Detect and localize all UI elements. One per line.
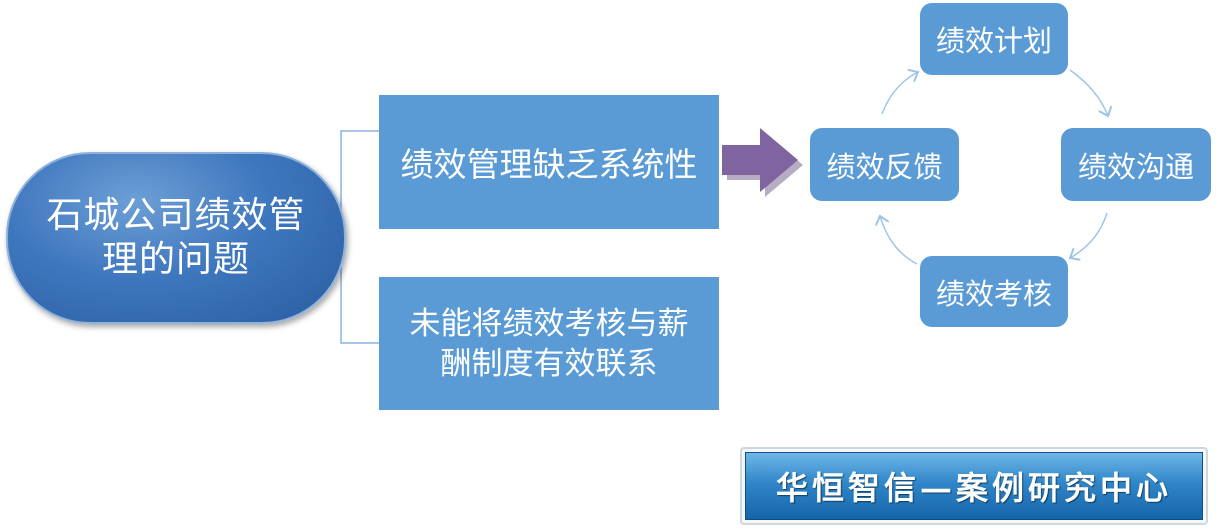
cycle-arrow-communication-to-evaluation bbox=[1070, 212, 1108, 258]
brand-badge-plate: 华恒智信—案例研究中心 bbox=[745, 452, 1203, 520]
cycle-node-communication: 绩效沟通 bbox=[1061, 128, 1211, 201]
issue-label-1: 绩效管理缺乏系统性 bbox=[400, 145, 698, 184]
cycle-label-communication: 绩效沟通 bbox=[1077, 149, 1194, 184]
cycle-label-feedback: 绩效反馈 bbox=[826, 149, 943, 184]
issue-box-1: 绩效管理缺乏系统性 bbox=[379, 95, 719, 229]
purple-arrow bbox=[722, 128, 803, 197]
bracket-connector bbox=[340, 130, 379, 344]
issue-box-2: 未能将绩效考核与薪酬制度有效联系 bbox=[379, 277, 719, 410]
cycle-node-plan: 绩效计划 bbox=[920, 3, 1068, 75]
cycle-label-evaluation: 绩效考核 bbox=[935, 276, 1052, 311]
cycle-node-feedback: 绩效反馈 bbox=[810, 128, 959, 201]
brand-badge-text: 华恒智信—案例研究中心 bbox=[775, 469, 1172, 507]
issue-label-2: 未能将绩效考核与薪酬制度有效联系 bbox=[409, 305, 689, 382]
main-topic-node: 石城公司绩效管理的问题 bbox=[6, 152, 346, 324]
cycle-node-evaluation: 绩效考核 bbox=[920, 256, 1068, 327]
cycle-label-plan: 绩效计划 bbox=[935, 24, 1052, 58]
cycle-arrow-evaluation-to-feedback bbox=[880, 216, 918, 265]
cycle-arrow-feedback-to-plan bbox=[881, 72, 918, 115]
main-topic-label: 石城公司绩效管理的问题 bbox=[46, 195, 306, 280]
cycle-arrow-plan-to-communication bbox=[1069, 69, 1108, 116]
brand-badge: 华恒智信—案例研究中心 bbox=[740, 447, 1208, 525]
